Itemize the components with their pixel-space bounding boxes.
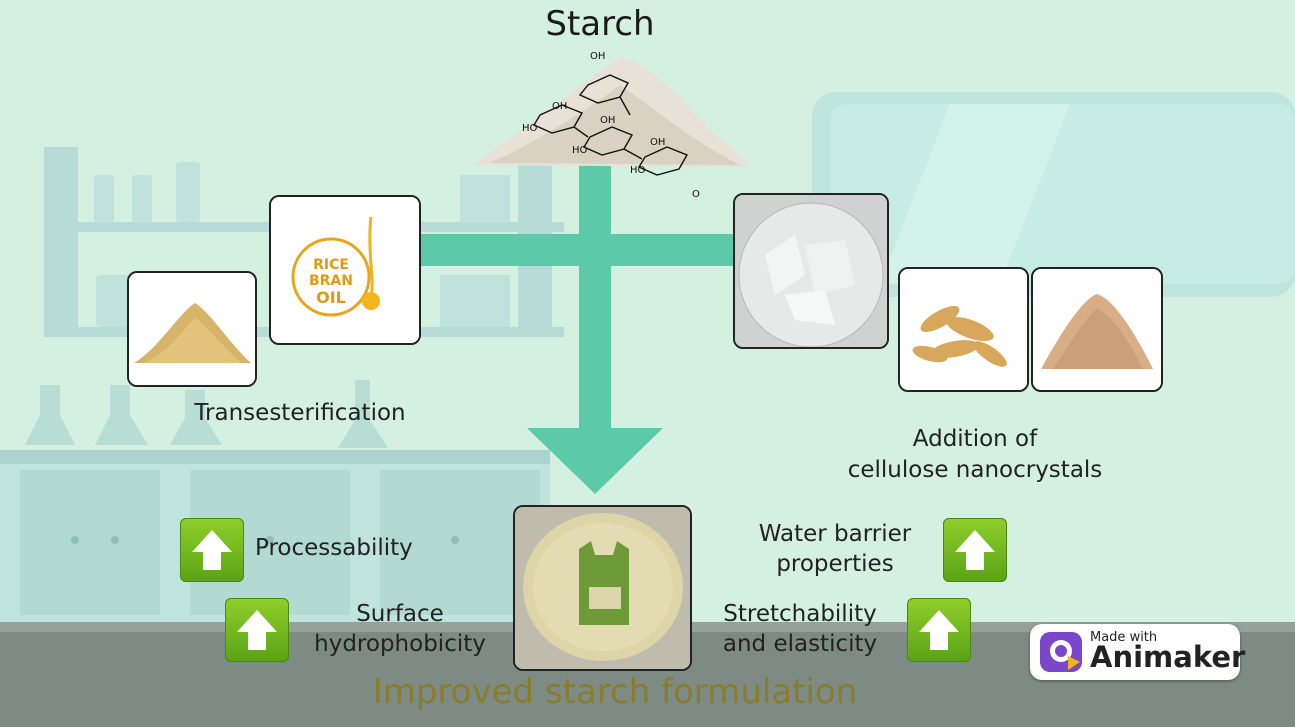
page-title: Starch [545, 4, 655, 44]
water-label-line-2: properties [776, 551, 894, 577]
oil-logo-line-2: BRAN [309, 273, 353, 289]
cellulose-label-line-2: cellulose nanocrystals [847, 457, 1103, 483]
watermark-brand-text: Animaker [1090, 640, 1246, 674]
plant-husk-image [898, 267, 1029, 392]
mol-label-ho-1: HO [522, 123, 538, 134]
stretch-label-line-2: and elasticity [722, 631, 878, 657]
stretchability-up-arrow-icon [907, 598, 971, 662]
mol-label-ho-3: HO [630, 165, 646, 176]
water-barrier-up-arrow-icon [943, 518, 1007, 582]
processability-label: Processability [255, 535, 413, 561]
mol-label-o: O [692, 189, 700, 200]
fiber-pile-image [1031, 267, 1163, 392]
starch-film-image [513, 505, 692, 671]
nanocrystal-dish-image [733, 193, 889, 349]
animaker-logo-icon [1040, 632, 1082, 672]
arrow-down-head [527, 428, 663, 494]
surface-label-line-1: Surface [356, 601, 444, 627]
transesterification-label: Transesterification [194, 400, 406, 426]
watermark-small-text: Made with [1090, 630, 1158, 645]
water-label-line-1: Water barrier [758, 521, 912, 547]
cellulose-label-line-1: Addition of [912, 426, 1038, 452]
powder-image [127, 271, 257, 387]
mol-label-oh-4: OH [650, 137, 665, 148]
processability-up-arrow-icon [180, 518, 244, 582]
mol-label-oh-2: OH [552, 101, 567, 112]
stretch-label-line-1: Stretchability [723, 601, 877, 627]
mol-label-ho-2: HO [572, 145, 588, 156]
arrow-vertical-shaft [579, 160, 611, 430]
footer-title: Improved starch formulation [372, 672, 858, 712]
mol-label-oh-1: OH [590, 51, 605, 62]
oil-logo-line-1: RICE [313, 257, 349, 273]
animaker-watermark: Made with Animaker [1030, 624, 1245, 680]
starch-pile-image: OH OH HO OH HO OH HO O [472, 51, 748, 200]
rice-bran-oil-logo: RICE BRAN OIL [269, 195, 421, 345]
mol-label-oh-3: OH [600, 115, 615, 126]
surface-label-line-2: hydrophobicity [314, 631, 486, 657]
oil-logo-line-3: OIL [316, 288, 346, 307]
hydrophobicity-up-arrow-icon [225, 598, 289, 662]
